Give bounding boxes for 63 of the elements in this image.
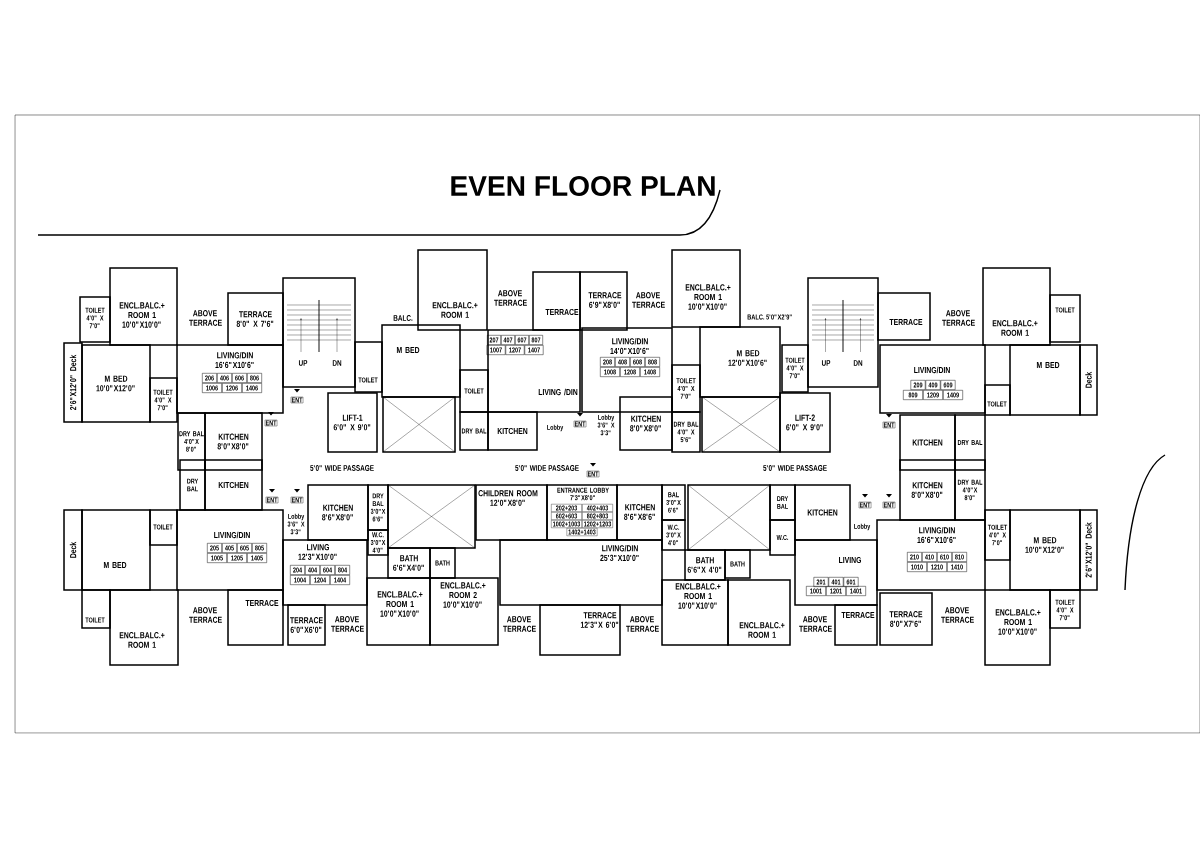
deck: Deck (63, 509, 83, 591)
room: LIFT-1 6'0" X 9'0" (327, 392, 378, 453)
plan-title: EVEN FLOOR PLAN (451, 176, 715, 196)
area-label: ABOVE TERRACE (941, 607, 974, 623)
room: TERRACE 12'3"X 6'0" (539, 604, 621, 656)
room: M BED (381, 324, 461, 398)
area-label: ABOVE TERRACE (494, 290, 527, 306)
room: KITCHEN 8'0"X8'0" (204, 412, 263, 471)
room: M BED 10'0"X12'0" (81, 344, 151, 423)
deck: Deck (1079, 344, 1098, 416)
room: TERRACE (834, 604, 878, 646)
room: KITCHEN 8'0"X8'0" (899, 459, 956, 521)
plan-label: 5'0" WIDE PASSAGE (763, 465, 827, 471)
area-label: ABOVE TERRACE (331, 616, 364, 632)
room: KITCHEN 8'6"X8'6" (616, 484, 663, 541)
room: ENCL.BALC.+ ROOM 1 (982, 267, 1051, 346)
plan-label: 5'0" WIDE PASSAGE (310, 465, 374, 471)
room: BATH 6'6"X 4'0" (684, 549, 726, 581)
area-label: ABOVE TERRACE (632, 292, 665, 308)
plan-label: UP (298, 360, 308, 366)
room: TERRACE 6'9"X8'0" (579, 271, 628, 331)
room: LIVING/DIN 25'3"X10'0" (499, 539, 663, 606)
plan-label: BALC. (393, 315, 413, 321)
area-label: ABOVE TERRACE (942, 310, 975, 326)
room: TERRACE (877, 292, 931, 341)
area-label: ABOVE TERRACE (189, 607, 222, 623)
plan-label: DN (853, 360, 863, 366)
room: ENCL.BALC.+ ROOM 1 10'0"X10'0" (366, 577, 431, 646)
room: TERRACE 8'0"X7'6" (879, 592, 933, 646)
room: KITCHEN (487, 411, 538, 451)
plan-label: DN (332, 360, 342, 366)
room: ENCL.BALC.+ ROOM 1 (727, 579, 791, 646)
room: CHILDREN ROOM 12'0"X8'0" (475, 484, 548, 541)
room: ENCL.BALC.+ ROOM 1 10'0"X10'0" (671, 249, 741, 328)
room: KITCHEN (204, 459, 263, 511)
room: TERRACE (532, 271, 581, 331)
room: TERRACE 8'0" X 7'6" (227, 292, 284, 346)
room: M BED (81, 509, 151, 591)
room: KITCHEN (899, 414, 956, 471)
deck: 2'6"X12'0" Deck (63, 342, 83, 423)
room: KITCHEN 8'6"X8'0" (307, 484, 369, 541)
room: M BED (1009, 344, 1081, 416)
room: ENCL.BALC.+ ROOM 1 (109, 589, 179, 666)
room: ENCL.BALC.+ ROOM 1 10'0"X10'0" (109, 267, 178, 346)
area-label: ABOVE TERRACE (626, 616, 659, 632)
room: M BED 12'0"X10'6" (699, 326, 781, 398)
room: ENCL.BALC.+ ROOM 1 10'0"X10'0" (984, 589, 1051, 666)
area-label: ABOVE TERRACE (799, 616, 832, 632)
room: M BED 10'0"X12'0" (1009, 509, 1081, 591)
deck: 2'6"X12'0" Deck (1079, 509, 1098, 591)
area-label: ABOVE TERRACE (503, 616, 536, 632)
room: TERRACE 6'0"X6'0" (287, 604, 326, 646)
room: TERRACE (227, 589, 284, 646)
room: KITCHEN 8'0"X8'0" (619, 396, 673, 451)
room: BATH 6'6"X4'0" (387, 547, 431, 579)
plan-label: UP (821, 360, 831, 366)
room: ENCL.BALC.+ ROOM 1 10'0"X10'0" (661, 579, 729, 646)
room: LIFT-2 6'0" X 9'0" (779, 392, 831, 453)
plan-label: 5'0" WIDE PASSAGE (515, 465, 579, 471)
room: ENCL.BALC.+ ROOM 1 (417, 249, 488, 331)
room: KITCHEN (794, 484, 851, 541)
room: ENCL.BALC.+ ROOM 2 10'0"X10'0" (429, 577, 499, 646)
area-label: ABOVE TERRACE (189, 310, 222, 326)
